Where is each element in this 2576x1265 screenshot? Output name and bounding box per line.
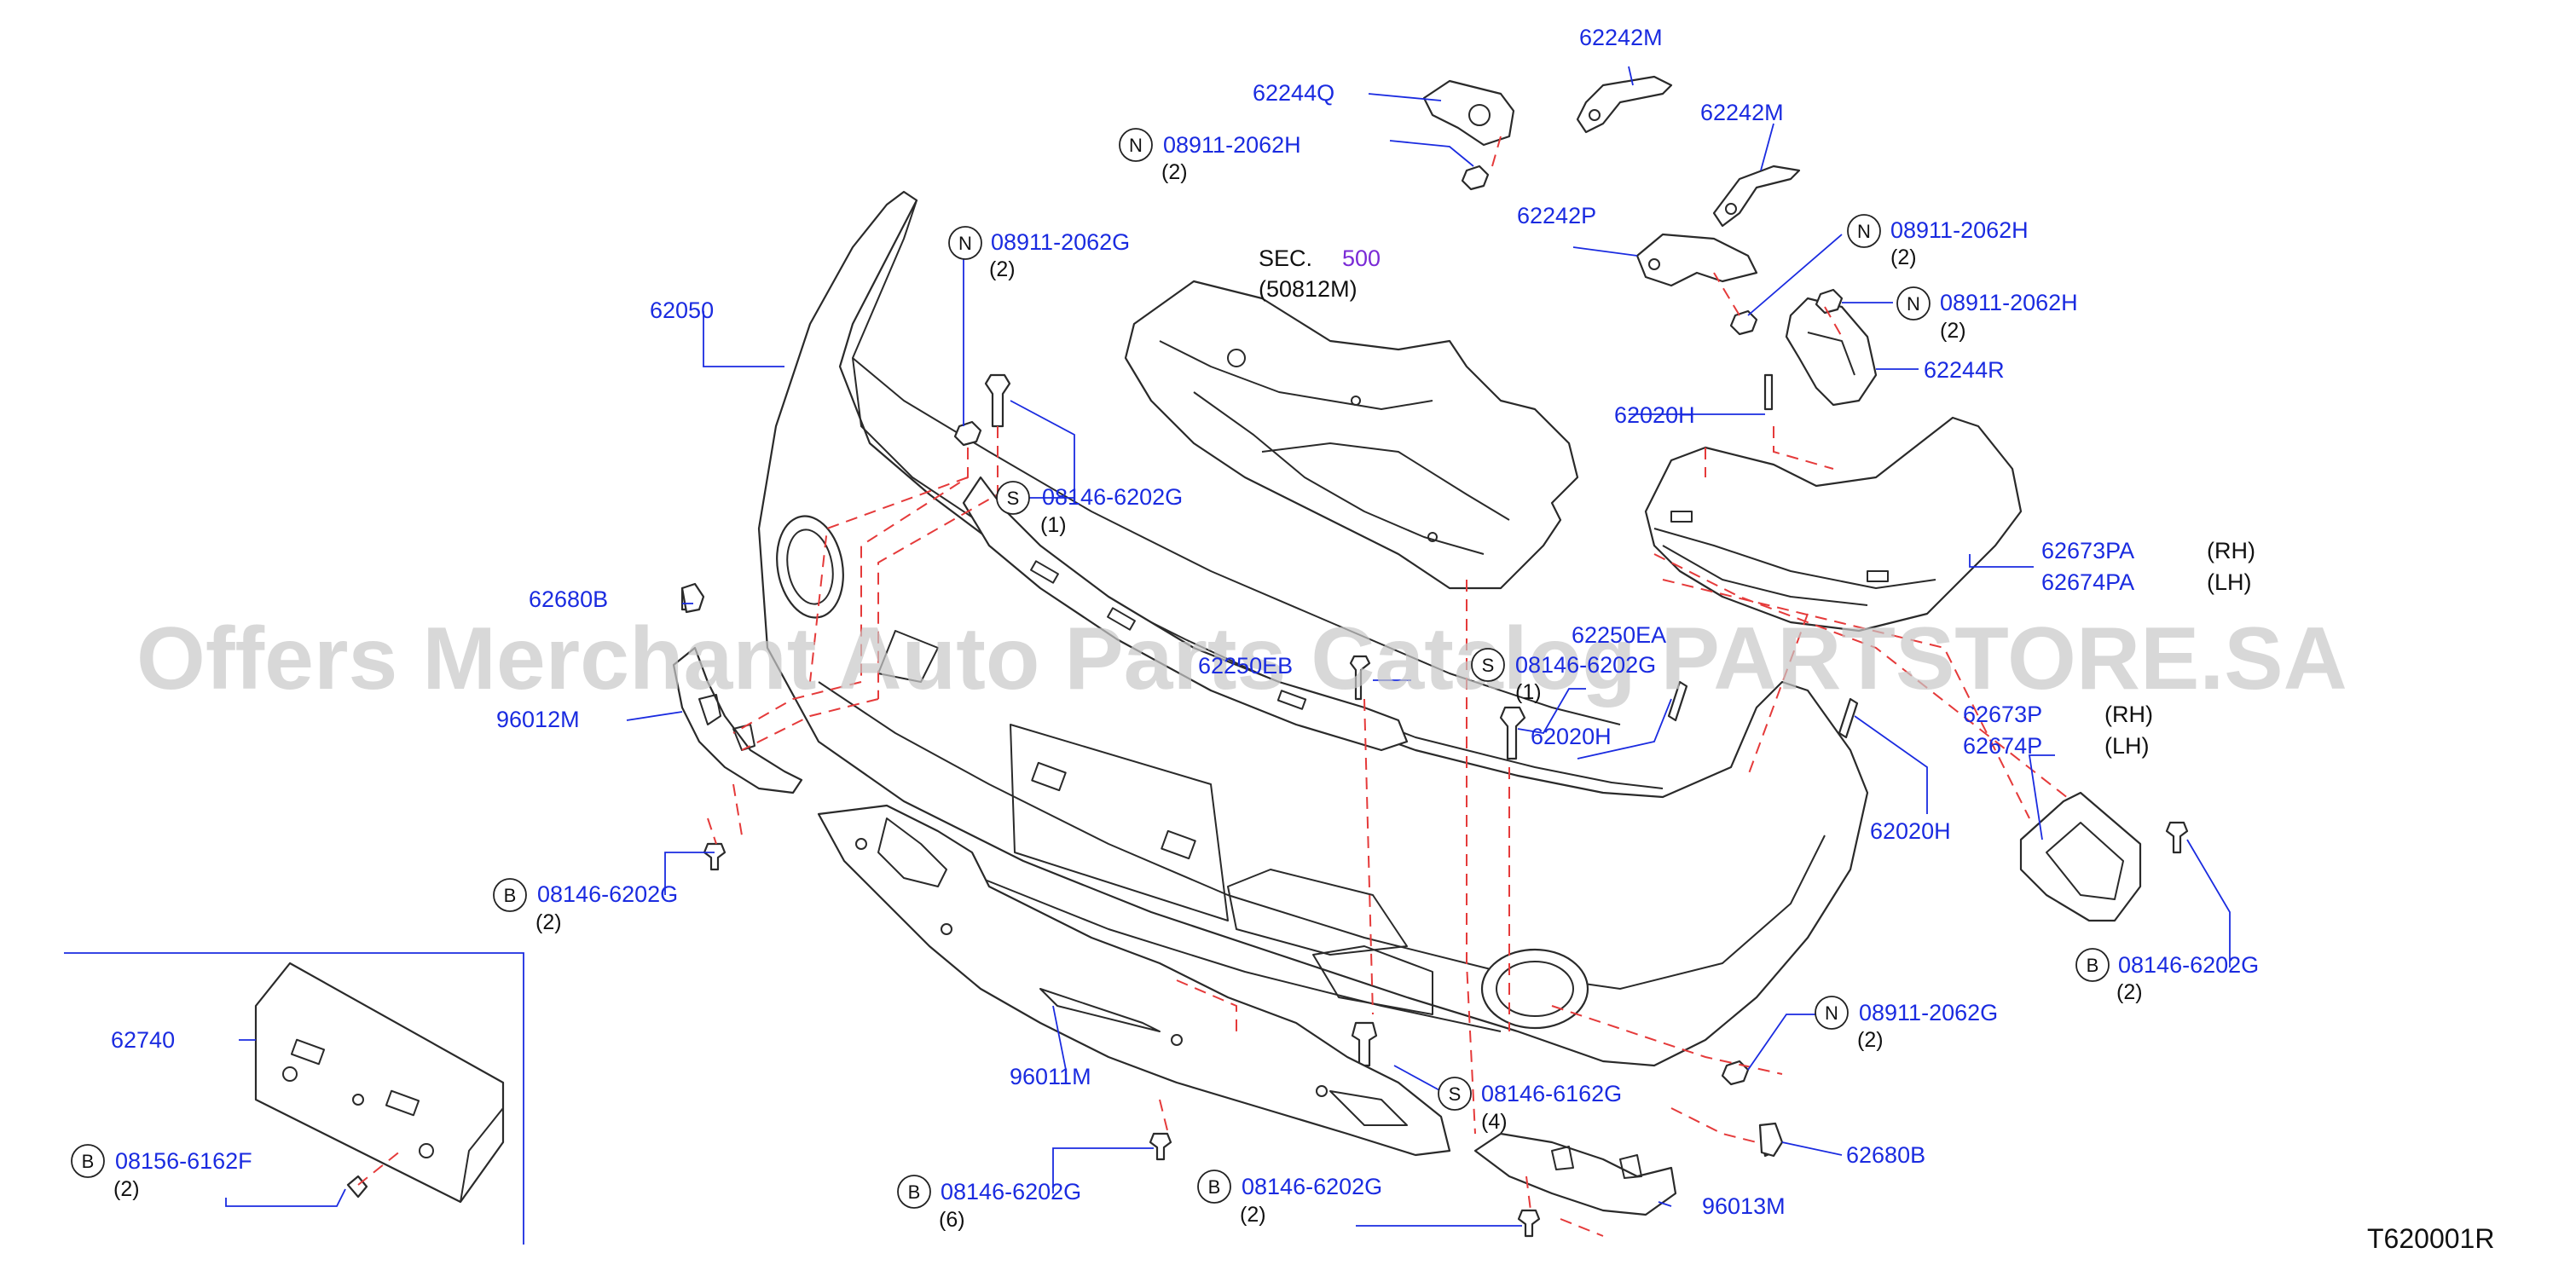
label-08156-6162F[interactable]: 08156-6162F [115, 1148, 252, 1174]
label-08146-6202G-e[interactable]: 08146-6202G [941, 1179, 1081, 1204]
svg-text:S: S [1007, 488, 1020, 509]
air-deflector-50812M[interactable] [1124, 280, 1579, 590]
side-bracket-62673P[interactable] [2019, 791, 2142, 922]
qty-08911-2062G-b: (2) [1857, 1028, 1884, 1052]
section-link-500[interactable]: 500 [1342, 245, 1381, 271]
label-08911-2062G-b[interactable]: 08911-2062G [1859, 1000, 1998, 1025]
bracket-96013M[interactable] [1473, 1132, 1677, 1216]
bracket-62242P[interactable] [1635, 233, 1758, 287]
qty-08146-6202G-b: (1) [1515, 680, 1542, 704]
label-96012M[interactable]: 96012M [496, 707, 580, 732]
license-bracket-62740[interactable] [254, 962, 505, 1204]
qty-08146-6162G: (4) [1481, 1110, 1508, 1134]
svg-text:B: B [908, 1181, 921, 1203]
label-62250EA[interactable]: 62250EA [1572, 622, 1666, 648]
ghost-lines [357, 136, 2073, 1237]
label-62680B-b[interactable]: 62680B [1846, 1142, 1925, 1168]
label-08911-2062H-c[interactable]: 08911-2062H [1940, 290, 2078, 315]
qty-08911-2062H-a: (2) [1161, 160, 1188, 184]
clip-icon [346, 373, 2189, 1238]
prefix-badges: N N N N S S B B N S B B B [71, 128, 2110, 1209]
label-08911-2062G-a[interactable]: 08911-2062G [991, 229, 1130, 255]
bracket-62242M-upper[interactable] [1576, 75, 1673, 134]
qty-08146-6202G-d: (2) [2116, 980, 2143, 1004]
label-62680B-a[interactable]: 62680B [529, 586, 608, 612]
bumper-upper-retainer[interactable] [962, 476, 1409, 752]
lower-deflector-96011M[interactable] [817, 804, 1451, 1157]
label-62242P[interactable]: 62242P [1517, 203, 1596, 228]
label-62020H-b[interactable]: 62020H [1531, 724, 1612, 749]
label-62020H-c[interactable]: 62020H [1870, 818, 1951, 844]
label-08146-6202G-a[interactable]: 08146-6202G [1042, 484, 1183, 510]
watermark: Offers Merchant Auto Parts Catalog PARTS… [136, 609, 2347, 708]
rh-b: (RH) [2104, 702, 2153, 727]
qty-08146-6202G-a: (1) [1040, 513, 1067, 537]
clip-62680B[interactable] [680, 582, 1784, 1158]
label-08146-6202G-c[interactable]: 08146-6202G [537, 881, 678, 907]
label-08911-2062H-b[interactable]: 08911-2062H [1890, 217, 2029, 243]
svg-text:N: N [1825, 1002, 1838, 1024]
label-08146-6202G-b[interactable]: 08146-6202G [1515, 652, 1656, 678]
label-62242M-b[interactable]: 62242M [1700, 100, 1784, 125]
qty-08911-2062G-a: (2) [989, 257, 1016, 281]
rh-a: (RH) [2207, 538, 2255, 563]
lh-a: (LH) [2207, 569, 2252, 595]
svg-text:N: N [958, 233, 972, 254]
qty-08911-2062H-c: (2) [1940, 319, 1966, 343]
label-62250EB[interactable]: 62250EB [1198, 653, 1293, 679]
svg-text:B: B [1208, 1176, 1221, 1198]
section-prefix: SEC. [1259, 245, 1312, 271]
bracket-62244R[interactable] [1785, 297, 1878, 407]
label-62244R[interactable]: 62244R [1924, 357, 2005, 383]
bracket-62244Q[interactable] [1422, 79, 1515, 147]
svg-text:N: N [1907, 293, 1920, 315]
label-96013M[interactable]: 96013M [1702, 1193, 1786, 1219]
bumper-fascia-62050[interactable] [757, 190, 1869, 1067]
bracket-62242M-lower[interactable] [1712, 165, 1801, 228]
lh-b: (LH) [2104, 733, 2150, 759]
label-62244Q[interactable]: 62244Q [1253, 80, 1334, 106]
svg-text:N: N [1129, 135, 1143, 156]
qty-08146-6202G-c: (2) [535, 910, 562, 934]
side-bracket-62673PA[interactable] [1644, 416, 2023, 632]
label-62673PA[interactable]: 62673PA [2041, 538, 2134, 563]
nut-icon [953, 165, 1844, 1086]
label-62740[interactable]: 62740 [111, 1027, 175, 1053]
qty-08146-6202G-e: (6) [939, 1208, 965, 1232]
label-08146-6162G[interactable]: 08146-6162G [1481, 1081, 1622, 1106]
label-62242M-a[interactable]: 62242M [1579, 25, 1663, 50]
diagram-reference: T620001R [2367, 1223, 2494, 1254]
svg-text:B: B [504, 885, 517, 906]
svg-text:B: B [82, 1151, 95, 1172]
label-96011M[interactable]: 96011M [1010, 1064, 1091, 1089]
svg-text:B: B [2087, 955, 2099, 976]
qty-08146-6202G-f: (2) [1240, 1203, 1266, 1227]
label-08911-2062H-a[interactable]: 08911-2062H [1163, 132, 1301, 158]
label-62674PA[interactable]: 62674PA [2041, 569, 2134, 595]
svg-text:N: N [1857, 221, 1871, 242]
license-frame-border [64, 952, 524, 1245]
label-08146-6202G-f[interactable]: 08146-6202G [1242, 1174, 1382, 1199]
label-62050[interactable]: 62050 [650, 297, 714, 323]
svg-text:S: S [1449, 1083, 1462, 1105]
label-62674P[interactable]: 62674P [1963, 733, 2042, 759]
label-62673P[interactable]: 62673P [1963, 702, 2042, 727]
label-62020H-a[interactable]: 62020H [1614, 402, 1695, 428]
label-08146-6202G-d[interactable]: 08146-6202G [2118, 952, 2259, 978]
qty-08911-2062H-b: (2) [1890, 245, 1917, 269]
leader-lines [225, 66, 2231, 1227]
section-sub: (50812M) [1259, 276, 1357, 302]
qty-08156-6162F: (2) [113, 1177, 140, 1201]
svg-text:S: S [1482, 655, 1495, 676]
